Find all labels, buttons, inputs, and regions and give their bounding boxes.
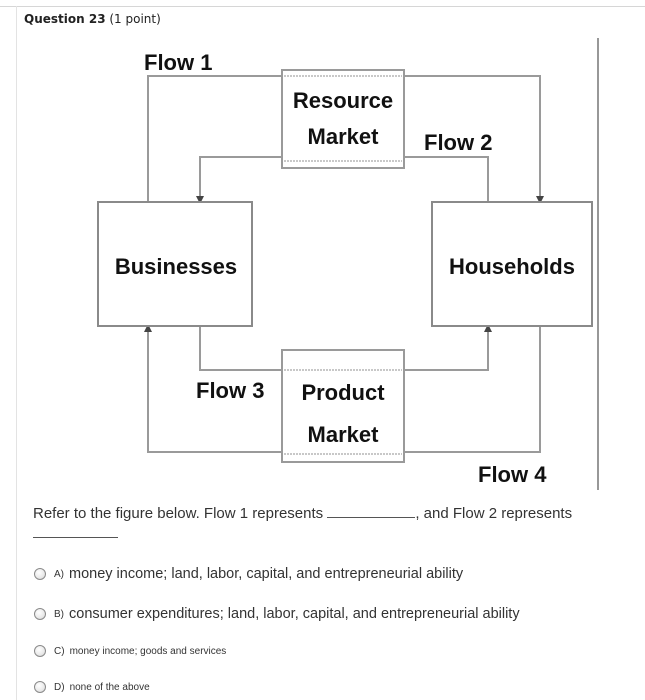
circular-flow-diagram: Flow 1 Flow 2 Flow 3 Flow 4 Resource Mar… [97,38,599,490]
arrow-up-households [484,324,492,332]
product-market-label-line1: Product [301,380,385,405]
choice-d-letter: D) [54,681,65,693]
businesses-label: Businesses [115,254,237,279]
choice-c-text: money income; goods and services [69,645,227,657]
choice-d[interactable]: D) none of the above [34,681,150,693]
choice-c-letter: C) [54,645,65,657]
choice-b[interactable]: B) consumer expenditures; land, labor, c… [34,606,520,622]
answer-blank-1 [327,503,416,518]
choice-c[interactable]: C) money income; goods and services [34,645,226,657]
prompt-part2: , and Flow 2 represents [415,505,573,522]
arrow-down-businesses [196,196,204,204]
answer-blank-2 [33,537,118,538]
flow2-label: Flow 2 [424,130,492,155]
households-box [431,201,593,327]
flow-arrows [144,196,544,332]
product-market-box [281,349,405,463]
businesses-box [97,201,253,327]
choice-a[interactable]: A) money income; land, labor, capital, a… [34,566,463,582]
left-divider [16,6,17,700]
top-divider [0,6,645,7]
flow4-label: Flow 4 [478,462,547,487]
flow1-label: Flow 1 [144,50,212,75]
choice-a-letter: A) [54,568,64,580]
choice-d-text: none of the above [69,681,150,693]
resource-market-label-line2: Market [308,124,380,149]
circular-flow-figure: Flow 1 Flow 2 Flow 3 Flow 4 Resource Mar… [92,34,602,492]
households-label: Households [449,254,575,279]
product-market-label-line2: Market [308,422,380,447]
arrow-up-businesses [144,324,152,332]
choice-a-text: money income; land, labor, capital, and … [69,566,464,582]
choice-b-letter: B) [54,608,64,620]
prompt-part1: Refer to the figure below. Flow 1 repres… [33,505,328,522]
resource-market-label-line1: Resource [293,88,393,113]
arrow-down-households [536,196,544,204]
question-header: Question 23 (1 point) [24,12,161,26]
radio-button-a[interactable] [34,568,46,580]
choice-b-text: consumer expenditures; land, labor, capi… [69,606,520,622]
question-title: Question 23 [24,12,106,26]
resource-market-box [281,69,405,169]
radio-button-d[interactable] [34,681,46,693]
flow3-label: Flow 3 [196,378,264,403]
radio-button-b[interactable] [34,608,46,620]
radio-button-c[interactable] [34,645,46,657]
question-points: (1 point) [109,12,161,26]
question-prompt: Refer to the figure below. Flow 1 repres… [33,503,638,524]
